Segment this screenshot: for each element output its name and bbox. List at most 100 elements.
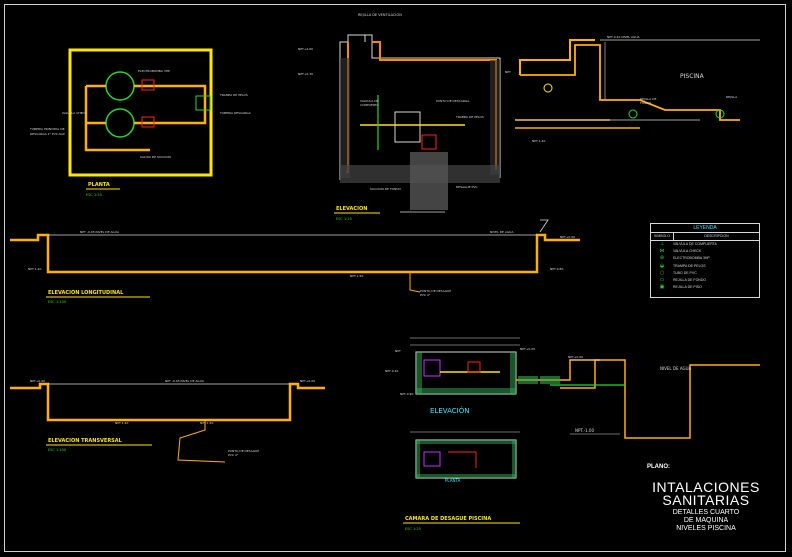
svg-text:NPT+2.60: NPT+2.60 [298, 47, 313, 51]
svg-text:FONDO: FONDO [640, 101, 652, 105]
svg-text:REJILLA DE: REJILLA DE [640, 97, 656, 101]
svg-text:PUNTO DE DESAGUE: PUNTO DE DESAGUE [228, 449, 259, 453]
svg-text:NPT+0.05: NPT+0.05 [520, 347, 535, 351]
svg-text:NPT-0.90: NPT-0.90 [400, 392, 413, 396]
desague-profile: NPT+0.00 NIVEL DE AGUA NPT.-1.00 [550, 355, 760, 439]
svg-text:PVC 4": PVC 4" [228, 453, 239, 457]
svg-text:SUCCION DE FONDO: SUCCION DE FONDO [370, 187, 402, 191]
legend-symbol-icon: ▭ [659, 277, 665, 284]
camara-title: CAMARA DE DESAGUE PISCINA [405, 516, 491, 522]
elev-transversal-title: ELEVACION TRANSVERSAL [48, 438, 123, 444]
title-subtitle: DETALLES CUARTO DE MAQUINA NIVELES PISCI… [636, 509, 776, 533]
legend-row: ▣REJILLA DE PISO [651, 284, 759, 291]
legend-symbol-icon: ○ [659, 269, 665, 276]
svg-text:ESC 1:100: ESC 1:100 [48, 300, 66, 304]
legend-symbol-icon: ⋈ [659, 248, 665, 255]
legend-description: TRAMPA DE PELOS [673, 263, 706, 268]
legend-row: ⊛ELECTROBOMBA 3HP [651, 255, 759, 262]
legend-description: REJILLA DE FONDO [673, 278, 707, 283]
legend-description: VALVULA DE COMPUERTA [673, 242, 717, 247]
pool-piping-detail: NPT-0.40 NIVEL AGUA REJILLA DE FONDO REJ… [505, 35, 760, 143]
legend-description: TUBO DE PVC [673, 270, 697, 275]
svg-text:ELECTROBOMBA 3HP: ELECTROBOMBA 3HP [138, 69, 170, 73]
planta-title: PLANTA [88, 182, 110, 188]
svg-text:NPT: NPT [505, 70, 511, 74]
piscina-label: PISCINA [680, 73, 705, 80]
title-main: INTALACIONES SANITARIAS [636, 479, 776, 508]
svg-text:NPT+0.30: NPT+0.30 [298, 72, 313, 76]
plano-label: PLANO: [647, 464, 670, 470]
legend-row: ⋈ VALVULA CHECK [651, 248, 759, 255]
planta-machine-room: PLANTA ESC 1:50 TUBERIA PRINCIPAL DE DES… [29, 48, 252, 197]
legend-col-symbol: SIMBOLO [651, 233, 674, 240]
legend-col-desc: DESCRIPCION [704, 234, 729, 238]
title-line-2: SANITARIAS [662, 492, 750, 508]
svg-text:NPT-1.50: NPT-1.50 [350, 274, 363, 278]
svg-text:NPT-1.20: NPT-1.20 [28, 267, 41, 271]
svg-text:PUNTO DE DESCARGA: PUNTO DE DESCARGA [436, 99, 470, 103]
svg-text:NPT+0.00: NPT+0.00 [300, 379, 315, 383]
svg-text:NPT-0.30: NPT-0.30 [385, 369, 398, 373]
subtitle-line-3: NIVELES PISCINA [676, 525, 736, 532]
svg-text:TUBERIA DESCARGA: TUBERIA DESCARGA [219, 111, 252, 115]
svg-text:TUBERIA PRINCIPAL DE: TUBERIA PRINCIPAL DE [29, 127, 65, 131]
svg-text:TRAMPA DE PELOS: TRAMPA DE PELOS [455, 115, 484, 119]
elevacion-machine-room: REJILLA DE VENTILACION VALVULA DE COMPUE… [298, 13, 501, 221]
svg-text:NPT-0.80: NPT-0.80 [550, 267, 563, 271]
title-line-1: INTALACIONES [652, 479, 760, 495]
svg-text:NPT-1.20: NPT-1.20 [115, 421, 128, 425]
legend-row: ○ TUBO DE PVC [651, 270, 759, 277]
legend-description: REJILLA DE PISO [673, 285, 702, 290]
title-block: INTALACIONES SANITARIAS DETALLES CUARTO … [636, 479, 776, 533]
legend-symbol-icon: ◒ [659, 262, 665, 269]
svg-text:TRAMPA DE PELOS: TRAMPA DE PELOS [219, 93, 248, 97]
camara-planta: CAMARA DE DESAGUE PISCINA ESC 1:25 [403, 431, 520, 531]
svg-text:NPT: NPT [395, 349, 401, 353]
svg-text:ESC 1:50: ESC 1:50 [86, 193, 102, 197]
svg-text:PUNTO DE DESAGUE: PUNTO DE DESAGUE [420, 289, 451, 293]
svg-text:COMPUERTA: COMPUERTA [360, 103, 379, 107]
planta-label: PLANTA [445, 478, 461, 483]
svg-text:DESAGUE PVC: DESAGUE PVC [456, 185, 478, 189]
svg-text:NPT -0.05 NIVEL DE AGUA: NPT -0.05 NIVEL DE AGUA [80, 230, 120, 234]
svg-text:NIVEL DE AGUA: NIVEL DE AGUA [490, 230, 514, 234]
svg-text:NPT+0.00: NPT+0.00 [30, 379, 45, 383]
npt-label: NPT.-1.00 [575, 428, 594, 433]
svg-text:NPT -0.05 NIVEL DE AGUA: NPT -0.05 NIVEL DE AGUA [165, 379, 205, 383]
legend-row: ◒ TRAMPA DE PELOS [651, 263, 759, 270]
svg-text:NPT-1.50: NPT-1.50 [200, 421, 213, 425]
elevacion-title: ELEVACION [336, 206, 367, 212]
camara-elevacion: NPT NPT+0.05 NPT-0.30 NPT-0.90 [385, 337, 600, 396]
svg-text:SALIDA DE SUCCION: SALIDA DE SUCCION [140, 155, 171, 159]
svg-text:PVC 4": PVC 4" [420, 293, 431, 297]
svg-text:NPT-1.40: NPT-1.40 [532, 139, 545, 143]
svg-text:ESC 1:25: ESC 1:25 [336, 217, 352, 221]
legend-title: LEYENDA [651, 224, 759, 233]
subtitle-line-1: DETALLES CUARTO [672, 509, 740, 516]
legend-row: ▭ REJILLA DE FONDO [651, 277, 759, 284]
svg-text:DESCARGA 2" PVC-SAP: DESCARGA 2" PVC-SAP [30, 132, 65, 136]
svg-text:NPT-0.40 NIVEL AGUA: NPT-0.40 NIVEL AGUA [607, 35, 641, 39]
elevacion-transversal: NPT+0.00 NPT -0.05 NIVEL DE AGUA NPT+0.0… [10, 379, 325, 463]
svg-text:VALVULA DE: VALVULA DE [360, 99, 379, 103]
elevacion-longitudinal: NPT -0.05 NIVEL DE AGUA NIVEL DE AGUA NP… [10, 219, 580, 304]
svg-text:VALVULA CHECK: VALVULA CHECK [62, 111, 88, 115]
subtitle-line-2: DE MAQUINA [683, 517, 729, 524]
svg-text:ESC 1:100: ESC 1:100 [48, 448, 66, 452]
svg-text:NPT+0.00: NPT+0.00 [560, 235, 575, 239]
svg-text:ESC 1:25: ESC 1:25 [405, 527, 421, 531]
svg-text:REJILLA: REJILLA [726, 95, 738, 99]
svg-text:NIVEL DE AGUA: NIVEL DE AGUA [660, 366, 692, 371]
legend-row: ⊥VALVULA DE COMPUERTA [651, 241, 759, 248]
svg-text:REJILLA DE VENTILACION: REJILLA DE VENTILACION [358, 13, 402, 17]
legend-symbol-icon: ⊛ [659, 255, 665, 262]
elev-longitudinal-title: ELEVACION LONGITUDINAL [48, 290, 124, 296]
legend-header: SIMBOLO DESCRIPCION [651, 233, 759, 241]
sheet-border [4, 4, 786, 552]
legend-table: LEYENDA SIMBOLO DESCRIPCION ⊥VALVULA DE … [650, 223, 760, 298]
svg-text:NPT+0.00: NPT+0.00 [568, 355, 583, 359]
legend-description: VALVULA CHECK [673, 249, 702, 254]
legend-rows: ⊥VALVULA DE COMPUERTA⋈ VALVULA CHECK⊛ELEC… [651, 241, 759, 291]
